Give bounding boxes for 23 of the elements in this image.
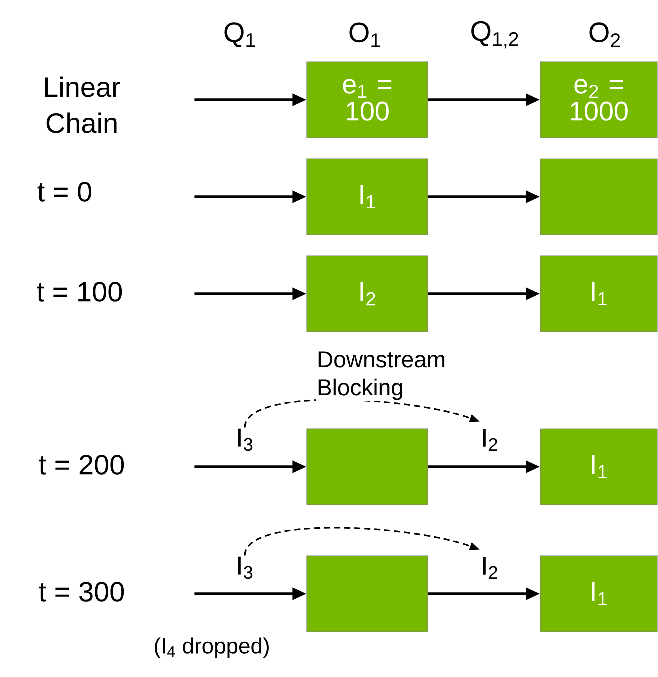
row-label: t = 200 [39,455,124,475]
row-label: t = 300 [39,582,124,602]
row-label: t = 0 [38,182,92,202]
column-header: Q$_{1,2}$ [472,21,518,49]
process-box: I$_{1}$ [540,256,658,332]
item-label: I$_{2}$ [483,556,498,580]
process-box [306,556,428,632]
note: (I$_{4}$ dropped) [155,638,269,658]
process-box: e$_{2}$ = 1000 [540,62,658,138]
edge-label: Downstream Blocking [316,350,463,402]
process-box: I$_{2}$ [306,256,428,332]
process-box: I$_{1}$ [540,428,658,506]
process-box [306,428,428,506]
process-box: I$_{1}$ [306,158,428,236]
item-label: I$_{3}$ [238,556,253,580]
item-label: I$_{2}$ [483,428,498,452]
row-label: Linear Chain [45,76,120,134]
item-label: I$_{3}$ [238,428,253,452]
row-label: t = 100 [37,282,122,302]
process-box: I$_{1}$ [540,556,658,632]
process-box [540,158,658,236]
process-box: e$_{1}$ = 100 [306,62,428,138]
column-header: Q$_{1}$ [224,22,256,48]
